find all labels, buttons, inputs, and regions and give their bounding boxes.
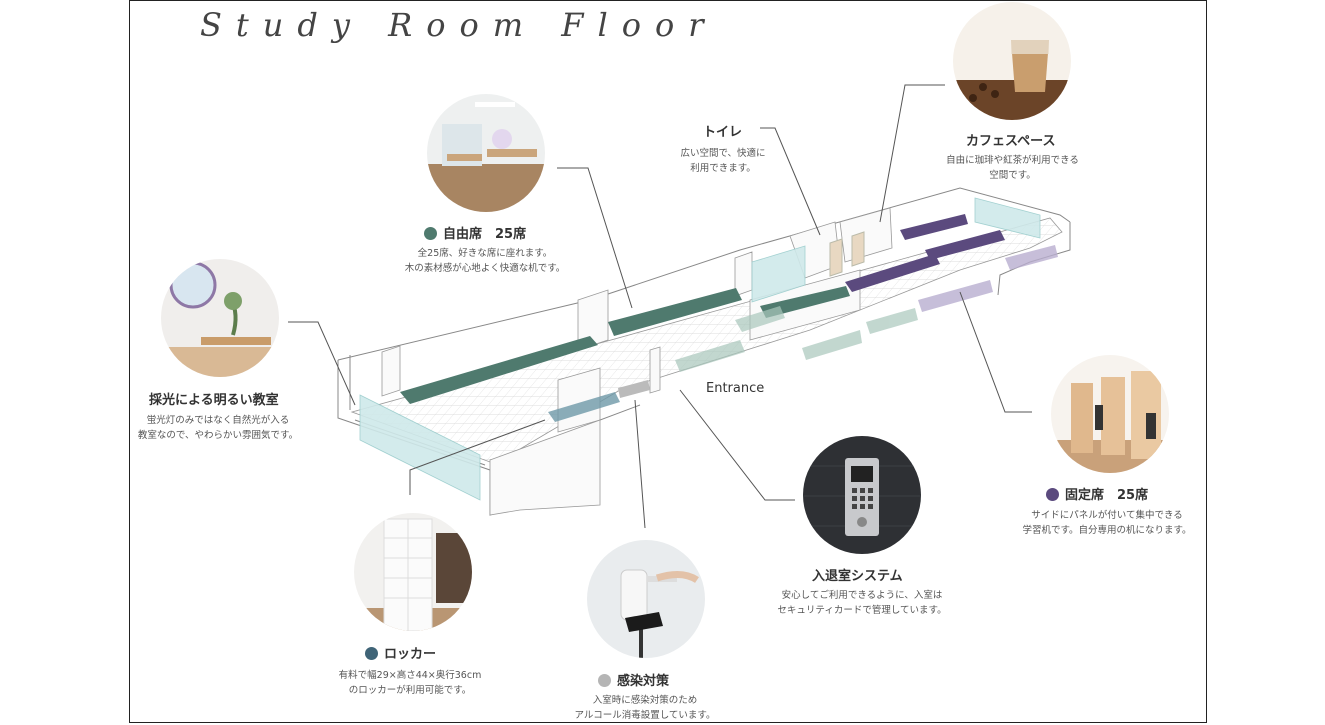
cafe-desc: 自由に珈琲や紅茶が利用できる 空間です。 <box>930 153 1095 183</box>
infection-label: 感染対策 <box>598 670 669 689</box>
infection-dot-icon <box>598 674 611 687</box>
entry-system-desc-line2: セキュリティカードで管理しています。 <box>777 605 947 616</box>
free-seat-label: 自由席 25席 <box>424 223 526 242</box>
entrance-label: Entrance <box>706 381 765 396</box>
cafe-label: カフェスペース <box>966 134 1056 149</box>
cafe-desc-line1: 自由に珈琲や紅茶が利用できる <box>946 155 1079 166</box>
infection-label-text: 感染対策 <box>617 674 670 689</box>
page-title: Study Room Floor <box>200 6 718 44</box>
toilet-desc-line2: 利用できます。 <box>690 163 756 174</box>
daylight-desc-line1: 蛍光灯のみではなく自然光が入る <box>146 415 290 426</box>
free-seat-desc: 全25席、好きな席に座れます。 木の素材感が心地よく快適な机です。 <box>390 246 580 276</box>
infection-control-photo <box>587 540 705 658</box>
fixed-seat-label-text: 固定席 25席 <box>1065 488 1149 503</box>
fixed-seat-dot-icon <box>1046 488 1059 501</box>
daylight-photo <box>161 259 279 377</box>
free-seat-desc-line1: 全25席、好きな席に座れます。 <box>417 248 553 259</box>
locker-label-text: ロッカー <box>384 647 437 662</box>
fixed-seat-photo <box>1051 355 1169 473</box>
entry-system-photo <box>803 436 921 554</box>
infection-desc-line2: アルコール消毒設置しています。 <box>574 710 716 721</box>
free-seat-desc-line2: 木の素材感が心地よく快適な机です。 <box>404 263 566 274</box>
cafe-photo <box>953 2 1071 120</box>
entry-system-desc-line1: 安心してご利用できるように、入室は <box>781 590 943 601</box>
locker-desc-line1: 有料で幅29×高さ44×奥行36cm <box>338 670 482 681</box>
daylight-desc-line2: 教室なので、やわらかい雰囲気です。 <box>137 430 299 441</box>
locker-desc: 有料で幅29×高さ44×奥行36cm のロッカーが利用可能です。 <box>322 668 498 698</box>
locker-desc-line2: のロッカーが利用可能です。 <box>348 685 472 696</box>
fixed-seat-label: 固定席 25席 <box>1046 484 1148 503</box>
free-seat-dot-icon <box>424 227 437 240</box>
entry-system-desc: 安心してご利用できるように、入室は セキュリティカードで管理しています。 <box>762 588 962 618</box>
free-seat-photo <box>427 94 545 212</box>
locker-photo <box>354 513 472 631</box>
free-seat-label-text: 自由席 25席 <box>443 227 527 242</box>
toilet-desc: 広い空間で、快適に 利用できます。 <box>663 146 783 176</box>
locker-dot-icon <box>365 647 378 660</box>
fixed-seat-desc-line1: サイドにパネルが付いて集中できる <box>1031 510 1183 521</box>
infection-desc: 入室時に感染対策のため アルコール消毒設置しています。 <box>560 693 730 723</box>
toilet-desc-line1: 広い空間で、快適に <box>680 148 766 159</box>
fixed-seat-desc-line2: 学習机です。自分専用の机になります。 <box>1022 525 1192 536</box>
entry-system-label: 入退室システム <box>812 569 903 584</box>
fixed-seat-desc: サイドにパネルが付いて集中できる 学習机です。自分専用の机になります。 <box>1012 508 1202 538</box>
daylight-label: 採光による明るい教室 <box>149 393 279 408</box>
infection-desc-line1: 入室時に感染対策のため <box>592 695 698 706</box>
toilet-label: トイレ <box>703 125 743 140</box>
cafe-desc-line2: 空間です。 <box>989 170 1036 181</box>
locker-label: ロッカー <box>365 643 436 662</box>
daylight-desc: 蛍光灯のみではなく自然光が入る 教室なので、やわらかい雰囲気です。 <box>130 413 306 443</box>
